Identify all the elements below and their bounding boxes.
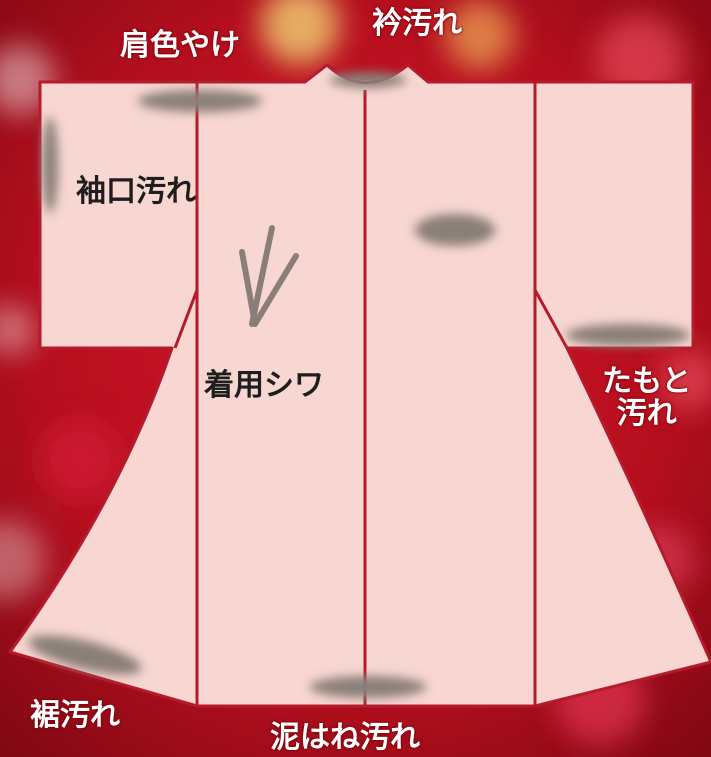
- collar-stain-label: 衿汚れ: [372, 6, 462, 41]
- stain-hem: [28, 635, 142, 675]
- stain-mud: [310, 676, 426, 698]
- stain-collar: [330, 72, 406, 88]
- wear-wrinkles-label: 着用シワ: [204, 368, 324, 403]
- stain-marks: [28, 72, 690, 698]
- wrinkle-marks: [239, 225, 299, 327]
- stain-sleeve-bottom: [566, 324, 690, 346]
- stain-cuff: [42, 117, 58, 213]
- mud-splash-stain-label: 泥はね汚れ: [270, 720, 420, 755]
- stain-body: [415, 214, 495, 246]
- sleeve-stain-label-line1: たもと: [602, 364, 692, 399]
- hem-stain-label: 裾汚れ: [30, 698, 120, 733]
- cuff-stain-label: 袖口汚れ: [76, 174, 196, 209]
- shoulder-fading-label: 肩色やけ: [120, 28, 240, 63]
- sleeve-stain-label-line2: 汚れ: [616, 395, 677, 431]
- stain-shoulder: [138, 90, 262, 112]
- sleeve-stain-label: たもと 汚れ: [602, 366, 691, 429]
